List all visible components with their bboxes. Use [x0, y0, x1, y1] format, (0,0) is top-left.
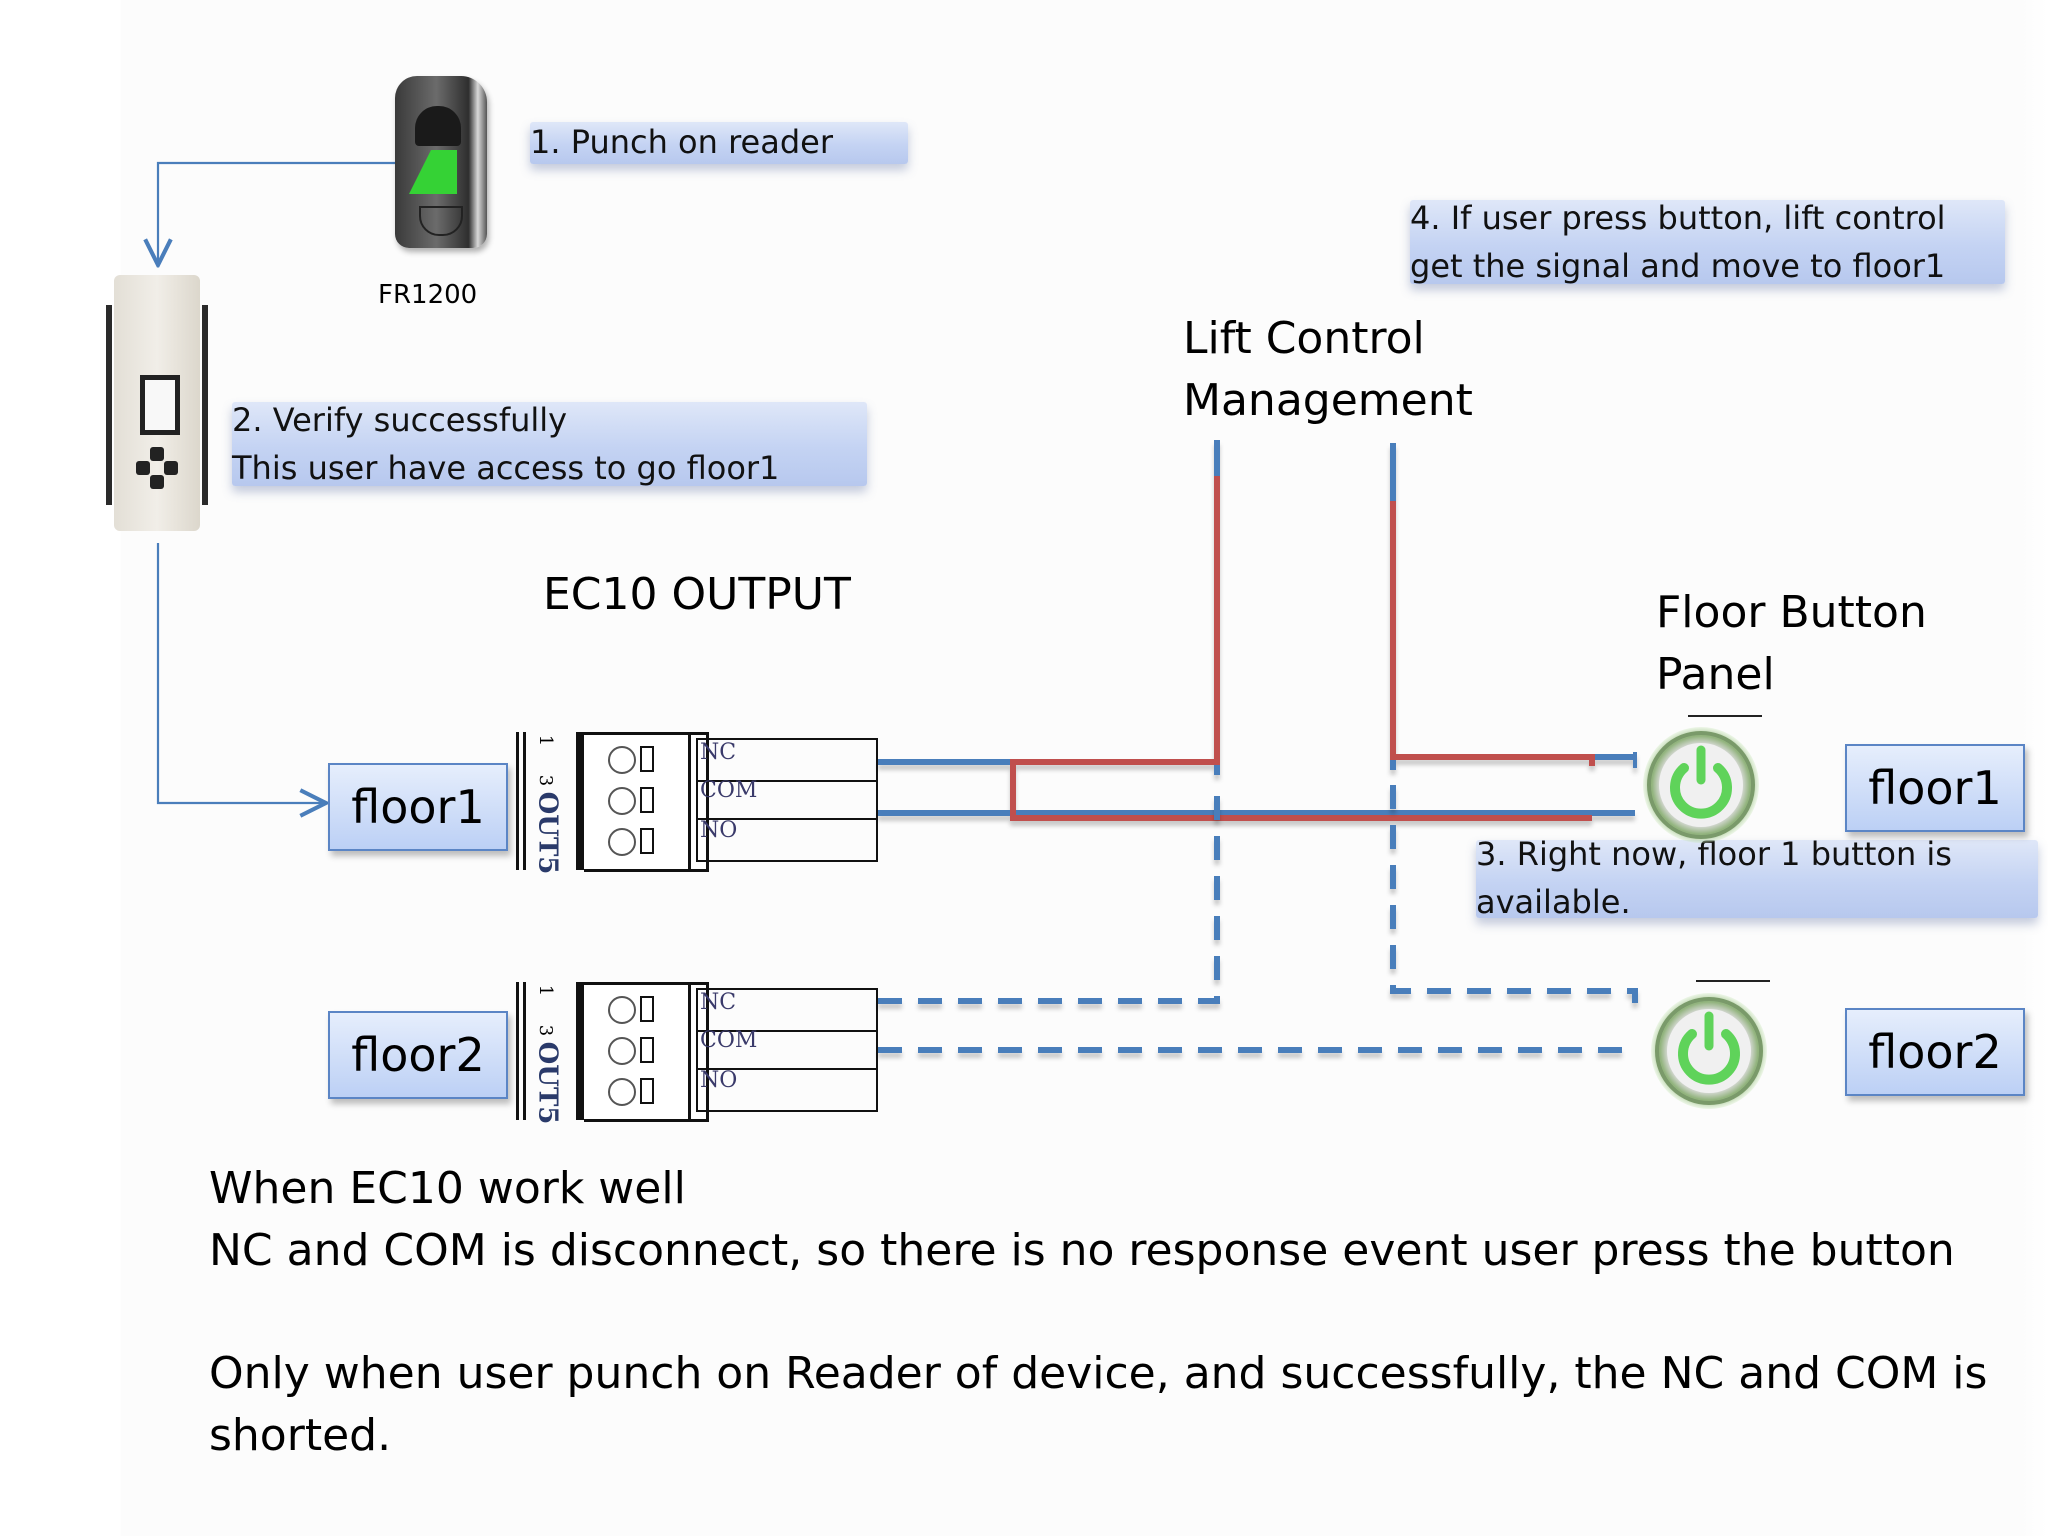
- power-button-icon: [1651, 993, 1767, 1109]
- access-controller-icon: [104, 275, 210, 531]
- pin-com: COM: [696, 1028, 878, 1070]
- terminal-block-floor2: 1 3 OUT5 NC COM NO: [512, 980, 878, 1125]
- callout-step1: 1. Punch on reader: [530, 122, 908, 164]
- floor2-lift-b-dashed: [1390, 785, 1638, 1003]
- pin-label-1: 1: [535, 734, 557, 747]
- pin-label-3: 3: [535, 774, 557, 787]
- floor2-output-label: floor2: [328, 1011, 508, 1099]
- floor2-power-button[interactable]: [1648, 990, 1770, 1112]
- floor1-output-label: floor1: [328, 763, 508, 851]
- reader-model-label: FR1200: [378, 280, 478, 310]
- note-line-2: NC and COM is disconnect, so there is no…: [209, 1225, 1955, 1276]
- pin-com: COM: [696, 778, 878, 820]
- note-line-4: shorted.: [209, 1410, 392, 1461]
- port-label: OUT5: [532, 791, 563, 875]
- callout-step4: 4. If user press button, lift control ge…: [1410, 199, 2005, 285]
- port-label: OUT5: [532, 1041, 563, 1125]
- shorted-path-red-b: [1390, 501, 1595, 766]
- note-line-3: Only when user punch on Reader of device…: [209, 1348, 1988, 1399]
- controller-to-floor1-arrow: [156, 543, 326, 803]
- floor2-panel-label: floor2: [1845, 1008, 2025, 1096]
- ec10-output-heading: EC10 OUTPUT: [543, 569, 851, 620]
- pin-label-1: 1: [535, 984, 557, 997]
- power-button-icon: [1643, 727, 1759, 843]
- floor2-wiring: [878, 785, 1638, 1053]
- floor-button-panel-heading: Floor Button Panel: [1656, 587, 1927, 700]
- pin-label-3: 3: [535, 1024, 557, 1037]
- floor2-nc-dashed: [878, 785, 1220, 1004]
- floor1-wiring: [878, 440, 1637, 821]
- pin-nc: NC: [696, 988, 878, 1032]
- fingerprint-reader-icon: [395, 76, 487, 248]
- pin-no: NO: [696, 1068, 878, 1112]
- callout-step3: 3. Right now, floor 1 button is availabl…: [1476, 835, 2038, 921]
- pin-nc: NC: [696, 738, 878, 782]
- callout-step2: 2. Verify successfully This user have ac…: [232, 401, 867, 487]
- lift-control-heading: Lift Control Management: [1183, 313, 1473, 426]
- floor1-power-button[interactable]: [1640, 724, 1762, 846]
- terminal-block-floor1: 1 3 OUT5 NC COM NO: [512, 730, 878, 875]
- note-line-1: When EC10 work well: [209, 1163, 686, 1214]
- shorted-path-red-a: [1010, 476, 1592, 821]
- pin-no: NO: [696, 818, 878, 862]
- floor1-panel-label: floor1: [1845, 744, 2025, 832]
- reader-to-controller-arrow: [158, 161, 395, 265]
